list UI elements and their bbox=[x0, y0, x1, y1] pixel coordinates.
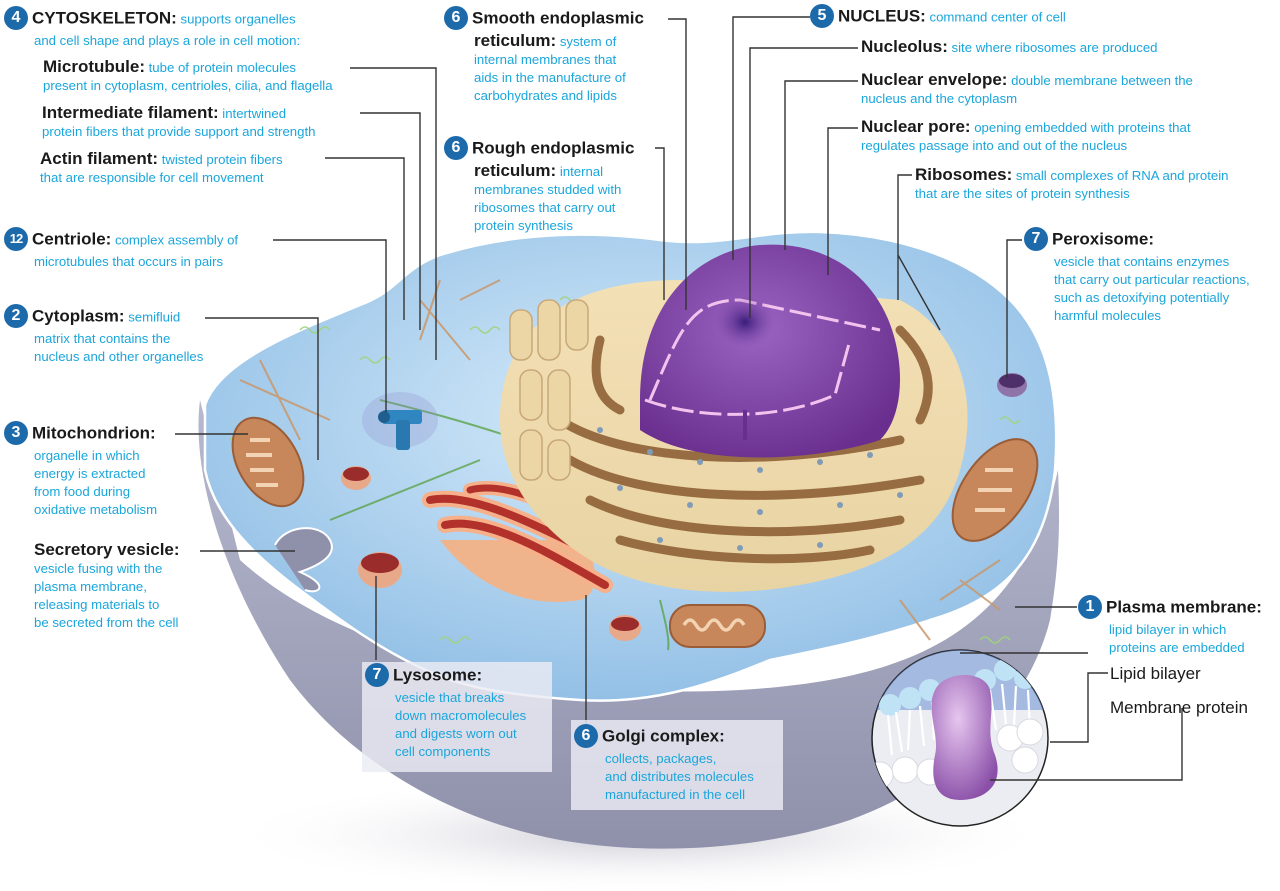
badge-4-icon: 4 bbox=[4, 6, 28, 30]
badge-6-icon: 6 bbox=[444, 136, 468, 160]
membrane-protein-shape bbox=[931, 675, 998, 800]
leader-nucleolus bbox=[749, 47, 858, 318]
badge-2-icon: 2 bbox=[4, 304, 28, 328]
label-ribosomes: Ribosomes: small complexes of RNA and pr… bbox=[915, 165, 1229, 202]
leader-cytoplasm bbox=[205, 317, 319, 460]
leader-nuclear-envelope bbox=[784, 80, 858, 250]
leader-nucleus bbox=[732, 16, 810, 260]
leader-peroxisome bbox=[1006, 239, 1022, 378]
leader-ribosomes bbox=[897, 174, 941, 331]
cytoskeleton-fibers bbox=[239, 279, 1001, 641]
label-actin-filament: Actin filament: twisted protein fibers t… bbox=[40, 149, 283, 186]
mitochondrion-right bbox=[951, 438, 1039, 542]
term-cytoskeleton: CYTOSKELETON: bbox=[32, 8, 177, 28]
golgi-label-box bbox=[571, 720, 783, 810]
leader-lines bbox=[175, 16, 1183, 781]
leader-lipid-bilayer bbox=[960, 652, 1108, 743]
centriole-shape bbox=[362, 392, 438, 450]
badge-7-icon: 7 bbox=[365, 663, 389, 687]
secretory-vesicle-shape bbox=[274, 527, 333, 593]
label-nuclear-envelope: Nuclear envelope: double membrane betwee… bbox=[861, 70, 1193, 107]
mitochondrion-bottom bbox=[669, 604, 766, 648]
label-membrane-protein: Membrane protein bbox=[1110, 698, 1248, 717]
smooth-er-shape bbox=[509, 299, 589, 481]
membrane-inset bbox=[871, 649, 1049, 827]
label-lipid-bilayer: Lipid bilayer bbox=[1110, 664, 1201, 683]
badge-12-icon: 12 bbox=[4, 227, 28, 251]
lysosome-shape bbox=[358, 552, 402, 588]
leader-actin-filament bbox=[325, 157, 405, 320]
lysosome-label-box bbox=[362, 662, 552, 772]
leader-rough-er bbox=[655, 147, 665, 300]
peroxisome-shape bbox=[997, 373, 1027, 397]
label-nuclear-pore: Nuclear pore: opening embedded with prot… bbox=[861, 117, 1191, 154]
leader-intermediate-filament bbox=[360, 112, 421, 330]
vesicle-small-2 bbox=[609, 615, 641, 641]
leader-microtubule bbox=[350, 67, 437, 360]
badge-5-icon: 5 bbox=[810, 4, 834, 28]
mitochondrion-left bbox=[231, 416, 305, 508]
badge-7-icon: 7 bbox=[1024, 227, 1048, 251]
nucleus-shape bbox=[640, 244, 900, 458]
vesicle-small-1 bbox=[341, 466, 371, 490]
label-intermediate-filament: Intermediate filament: intertwined prote… bbox=[42, 103, 316, 140]
leader-centriole bbox=[273, 239, 387, 412]
leader-smooth-er bbox=[668, 18, 687, 310]
leader-membrane-protein bbox=[990, 708, 1183, 781]
badge-3-icon: 3 bbox=[4, 421, 28, 445]
badge-1-icon: 1 bbox=[1078, 595, 1102, 619]
actin-filaments bbox=[329, 399, 670, 651]
label-microtubule: Microtubule: tube of protein molecules p… bbox=[43, 57, 333, 94]
label-secretory-vesicle: Secretory vesicle: vesicle fusing with t… bbox=[34, 540, 180, 631]
badge-6-icon: 6 bbox=[444, 6, 468, 30]
nucleolus-shape bbox=[715, 296, 775, 348]
leader-nuclear-pore bbox=[827, 127, 858, 275]
label-nucleolus: Nucleolus: site where ribosomes are prod… bbox=[861, 37, 1158, 56]
badge-6-icon: 6 bbox=[574, 724, 598, 748]
